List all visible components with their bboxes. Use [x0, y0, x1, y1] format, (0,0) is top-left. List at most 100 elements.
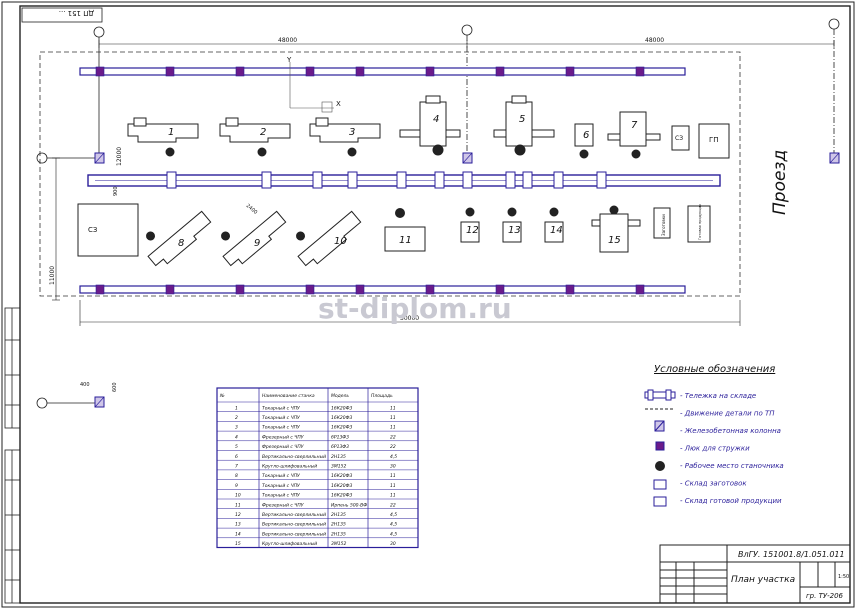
sheet-frame-inner — [19, 5, 851, 604]
table-cell: 2Н135 — [331, 512, 346, 518]
machine-number: 11 — [399, 235, 412, 246]
machine-number: 3 — [349, 127, 355, 138]
storage-sz-small — [671, 125, 690, 151]
table-cell: Фрезерный с ЧПУ — [262, 434, 304, 440]
machine-mill-5 — [493, 95, 555, 156]
table-cell: Фрезерный с ЧПУ — [262, 502, 304, 508]
table-cell: 11 — [390, 405, 396, 411]
column-hatch — [94, 152, 840, 408]
legend-item-label: - Склад готовой продукции — [680, 497, 782, 505]
legend-item-label: - Люк для стружки — [680, 445, 750, 453]
table-cell: Вертикально-сверлильный — [262, 531, 326, 537]
dimension-label-2: 48000 — [645, 37, 664, 44]
table-cell: 11 — [390, 473, 396, 479]
top-dimension — [98, 40, 835, 48]
dimension-label-4: 11000 — [49, 266, 56, 285]
storage-c3 — [77, 203, 139, 257]
table-cell: Токарный с ЧПУ — [262, 493, 300, 499]
table-cell: 11 — [390, 425, 396, 431]
table-cell: 4,5 — [390, 512, 397, 518]
legend-symbols — [644, 389, 676, 507]
machine-lathe-9 — [221, 210, 287, 267]
storage-sz-small-label: СЗ — [675, 135, 683, 142]
passage-label: Проезд — [770, 150, 790, 215]
workshop-boundary — [39, 51, 741, 297]
columns-bottom — [95, 284, 645, 295]
table-cell: Токарный с ЧПУ — [262, 405, 300, 411]
coordinate-axes — [289, 62, 334, 113]
storage-c3-label: СЗ — [88, 226, 98, 234]
table-cell: 3 — [235, 425, 238, 431]
machine-drill-6 — [574, 123, 594, 159]
table-cell: 2Н135 — [331, 454, 346, 460]
table-cell: 16К20Ф3 — [331, 483, 353, 489]
table-cell: 12 — [235, 512, 241, 518]
legend-item-label: - Рабочее место станочника — [680, 462, 784, 470]
machine-drill-14 — [544, 207, 564, 243]
table-cell: 11 — [390, 493, 396, 499]
table-cell: 9 — [235, 483, 238, 489]
table-header-cell: Наименование станка — [262, 393, 315, 399]
machine-mill-4 — [399, 95, 461, 156]
table-cell: 13 — [235, 522, 241, 528]
title-block-code: ВлГУ. 151001.8/1.051.011 — [738, 550, 845, 559]
table-cell: Токарный с ЧПУ — [262, 415, 300, 421]
machine-lathe-8 — [146, 210, 212, 267]
machine-mill-11 — [384, 226, 426, 252]
table-header-cell: Площадь — [371, 393, 393, 399]
machine-grinder-15 — [591, 205, 641, 253]
table-cell: Фрезерный с ЧПУ — [262, 444, 304, 450]
left-binding-strip — [4, 307, 21, 604]
legend-title: Условные обозначения — [654, 363, 775, 375]
table-cell: 4,5 — [390, 531, 397, 537]
storage-gp-label: ГП — [709, 136, 719, 144]
table-cell: Ирпень 500-ВФ — [331, 502, 367, 508]
machine-number: 13 — [508, 225, 521, 236]
table-cell: 15 — [235, 541, 241, 547]
drawing-code-text: ДП 151 ... — [59, 9, 94, 17]
table-cell: Токарный с ЧПУ — [262, 483, 300, 489]
machine-lathe-2 — [219, 117, 291, 157]
table-cell: 4,5 — [390, 454, 397, 460]
axis-y-label: Y — [286, 56, 292, 64]
table-cell: 11 — [390, 415, 396, 421]
dimension-label-8: 900 — [113, 186, 119, 196]
table-cell: 30 — [390, 464, 396, 470]
cart-track-stops — [166, 171, 607, 189]
machine-number: 1 — [168, 127, 174, 138]
worker-11 — [395, 208, 405, 218]
machine-lathe-1 — [127, 117, 199, 157]
storage-finished — [687, 205, 711, 243]
legend-item-label: - Железобетонная колонна — [680, 427, 781, 435]
table-cell: 4 — [235, 434, 238, 440]
machine-number: 4 — [433, 114, 439, 125]
dimension-label-3: 30000 — [400, 315, 419, 322]
machine-number: 12 — [466, 225, 479, 236]
watermark-text: st-diplom.ru — [318, 292, 512, 325]
table-cell: Вертикально-сверлильный — [262, 522, 326, 528]
table-cell: 6Р13Ф3 — [331, 444, 349, 450]
machine-number: 10 — [334, 236, 347, 247]
table-cell: Кругло-шлифовальный — [262, 541, 317, 547]
table-cell: 5 — [235, 444, 238, 450]
table-cell: Токарный с ЧПУ — [262, 425, 300, 431]
table-cell: 16К20Ф3 — [331, 493, 353, 499]
table-header-cell: Модель — [331, 393, 349, 399]
machine-drill-13 — [502, 207, 522, 243]
machine-lathe-3 — [309, 117, 381, 157]
machine-number: 6 — [583, 130, 589, 141]
table-cell: Токарный с ЧПУ — [262, 473, 300, 479]
table-border — [216, 387, 419, 549]
table-cell: 1 — [235, 405, 238, 411]
table-cell: 14 — [235, 531, 241, 537]
grid-axes — [36, 18, 840, 409]
left-dimension — [52, 157, 60, 301]
table-header-cell: № — [219, 393, 225, 399]
title-block-name: План участка — [731, 575, 795, 585]
storage-gp — [698, 123, 730, 159]
machine-number: 5 — [519, 114, 525, 125]
title-block-group: гр. ТУ-206 — [806, 592, 844, 600]
